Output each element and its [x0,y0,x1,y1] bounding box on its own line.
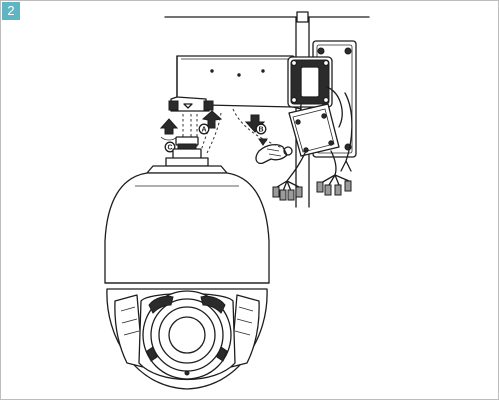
arrow-b: B [244,114,268,146]
junction-cover [288,86,343,157]
step-number-badge: 2 [2,2,20,20]
arrow-c: C [159,118,179,153]
marker-a: A [201,127,206,134]
dome-camera [104,136,270,390]
hand [232,108,293,165]
wire-bundles [272,92,353,201]
marker-c: C [167,145,172,152]
junction-box [287,56,333,108]
bracket-arm [168,55,302,112]
marker-b: B [258,127,263,134]
arrow-a: A [198,110,223,135]
